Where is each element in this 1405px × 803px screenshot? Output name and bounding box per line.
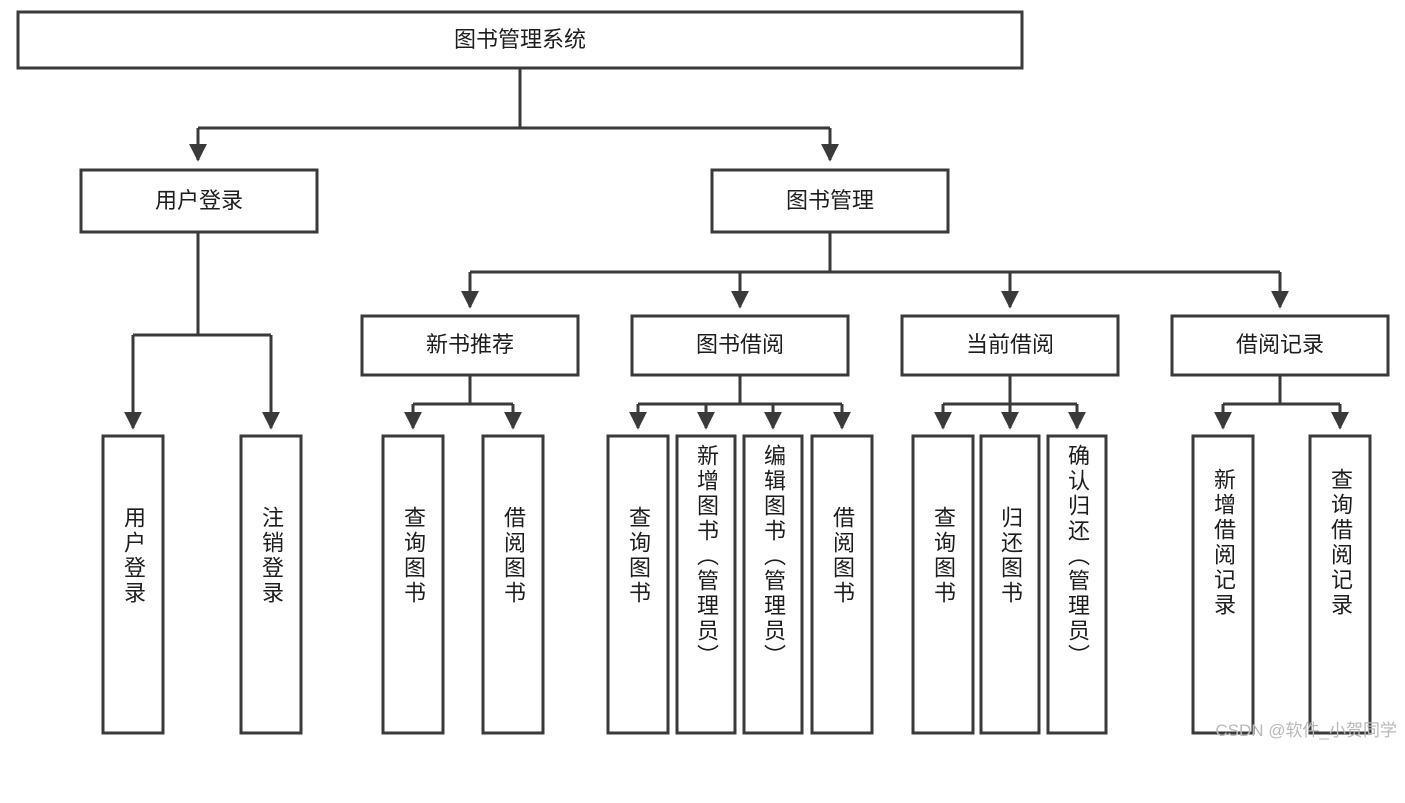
diagram-canvas: 图书管理系统 用户登录 图书管理 新书推荐 图书借阅 当前借阅 — [16, 10, 1397, 740]
leaf-box-add-book[interactable] — [675, 434, 737, 735]
node-book-borrow-label: 图书借阅 — [696, 332, 784, 357]
node-user-login-label: 用户登录 — [155, 188, 243, 213]
edge-new-book-branch — [404, 375, 522, 430]
leaf-box-borrow-book-1[interactable] — [481, 434, 545, 735]
edge-book-manage-branch — [461, 232, 1289, 309]
leaf-box-query-book-3[interactable] — [911, 434, 975, 735]
node-new-book-recommend-label: 新书推荐 — [426, 332, 514, 357]
node-new-book-recommend[interactable]: 新书推荐 — [360, 314, 580, 377]
node-root-book-management-system[interactable]: 图书管理系统 — [16, 10, 1024, 70]
leaf-box-add-borrow-record[interactable] — [1191, 434, 1255, 735]
node-user-login[interactable]: 用户登录 — [79, 168, 319, 234]
edge-user-login-branch — [124, 232, 280, 430]
leaf-box-query-borrow-record[interactable] — [1308, 434, 1372, 735]
leaf-box-user-login[interactable] — [101, 434, 165, 735]
node-borrow-record[interactable]: 借阅记录 — [1170, 314, 1390, 377]
node-book-management-label: 图书管理 — [786, 188, 874, 213]
leaf-box-query-book-1[interactable] — [381, 434, 445, 735]
leaf-box-confirm-return[interactable] — [1046, 434, 1108, 735]
node-current-borrow-label: 当前借阅 — [966, 332, 1054, 357]
node-root-label: 图书管理系统 — [454, 27, 586, 52]
tree-diagram-svg: 图书管理系统 用户登录 图书管理 新书推荐 图书借阅 当前借阅 — [16, 10, 1390, 735]
edge-current-borrow-branch — [934, 375, 1086, 430]
leaf-box-logout[interactable] — [239, 434, 303, 735]
leaf-box-return-book[interactable] — [979, 434, 1041, 735]
node-current-borrow[interactable]: 当前借阅 — [900, 314, 1120, 377]
node-book-borrow[interactable]: 图书借阅 — [630, 314, 850, 377]
edge-borrow-record-branch — [1214, 375, 1349, 430]
edge-book-borrow-branch — [629, 375, 851, 430]
node-borrow-record-label: 借阅记录 — [1236, 332, 1324, 357]
edge-root-trunk — [189, 68, 839, 162]
leaf-box-query-book-2[interactable] — [606, 434, 670, 735]
node-book-management[interactable]: 图书管理 — [710, 168, 950, 234]
leaf-box-edit-book[interactable] — [742, 434, 804, 735]
leaf-box-borrow-book-2[interactable] — [810, 434, 874, 735]
